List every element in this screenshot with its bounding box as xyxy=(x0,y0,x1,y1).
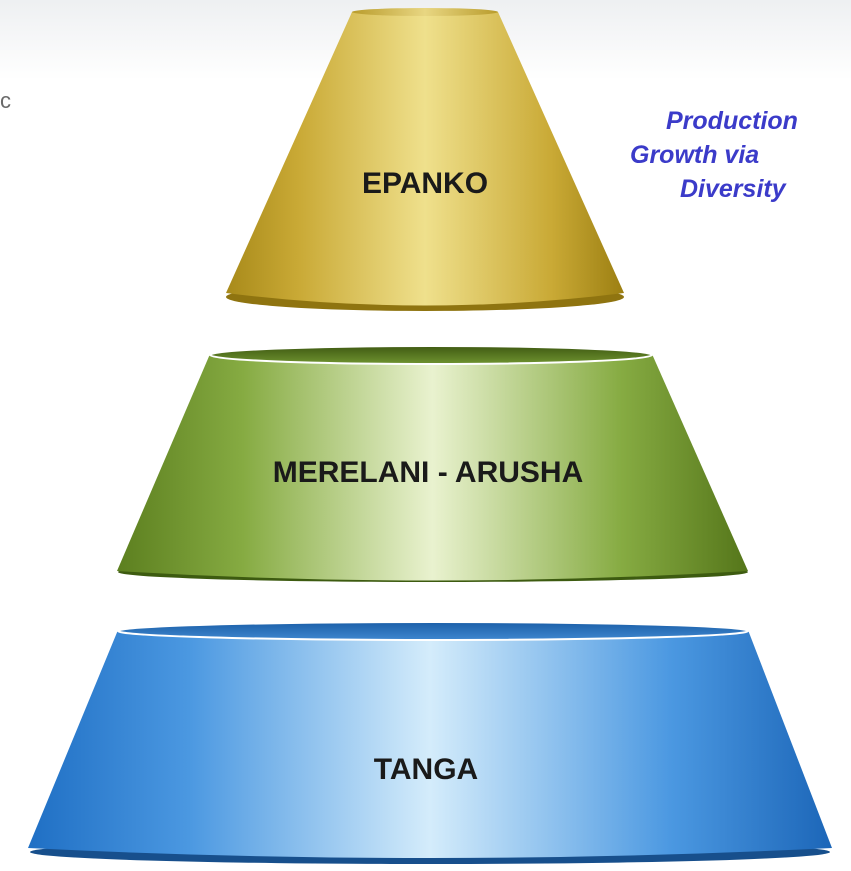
tier-merelani-body xyxy=(117,354,748,581)
side-note-line-2: Growth via xyxy=(630,141,760,169)
tier-merelani-label: MERELANI - ARUSHA xyxy=(273,456,584,489)
side-note: Production Growth via Diversity xyxy=(630,104,851,206)
tier-tanga-top xyxy=(117,621,749,641)
edge-glyph: c xyxy=(0,88,11,113)
tier-epanko-body xyxy=(226,12,624,306)
tier-tanga-label: TANGA xyxy=(374,753,478,786)
side-note-line-1: Production xyxy=(666,107,798,135)
tier-merelani: MERELANI - ARUSHA xyxy=(117,345,748,582)
tier-epanko-top xyxy=(352,8,498,16)
tier-merelani-top xyxy=(209,345,653,365)
tier-epanko-label: EPANKO xyxy=(362,167,488,200)
tier-tanga: TANGA xyxy=(28,621,832,864)
tier-epanko: EPANKO xyxy=(226,8,624,311)
side-note-line-3: Diversity xyxy=(680,175,786,203)
tier-tanga-body xyxy=(28,630,832,858)
